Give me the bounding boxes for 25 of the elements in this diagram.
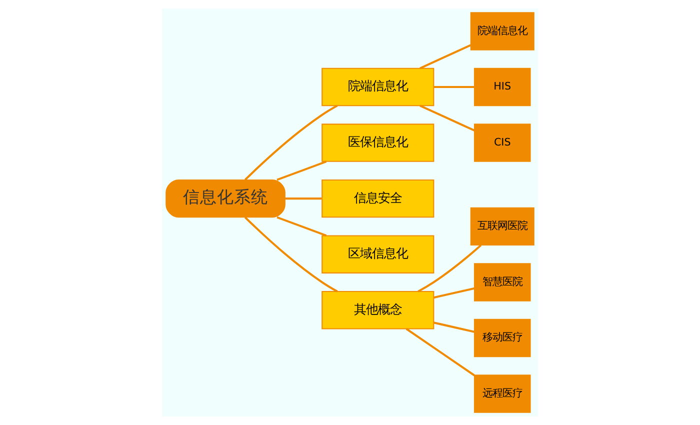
node-box: 区域信息化 [322, 235, 434, 274]
node-box: 信息安全 [322, 179, 434, 218]
node-box: HIS [474, 68, 531, 106]
node-box: 信息化系统 [166, 179, 286, 218]
connector [406, 328, 475, 376]
connector [276, 160, 327, 181]
node-box: 院端信息化 [322, 68, 434, 106]
connector [244, 216, 338, 292]
node-box: 互联网医院 [470, 207, 534, 246]
node-box: 移动医疗 [474, 318, 531, 358]
node-box: 院端信息化 [470, 12, 534, 50]
connector [285, 198, 322, 200]
connector [433, 322, 475, 333]
node-box: 远程医疗 [474, 374, 531, 413]
connector [433, 287, 475, 299]
connector [276, 216, 327, 237]
connector [420, 104, 475, 132]
node-box: 医保信息化 [322, 124, 434, 162]
connector [420, 44, 472, 70]
connector [244, 104, 338, 180]
connector [434, 86, 474, 88]
node-box: 其他概念 [322, 291, 434, 330]
node-box: CIS [474, 124, 531, 162]
connector [418, 244, 482, 292]
node-box: 智慧医院 [474, 263, 531, 302]
